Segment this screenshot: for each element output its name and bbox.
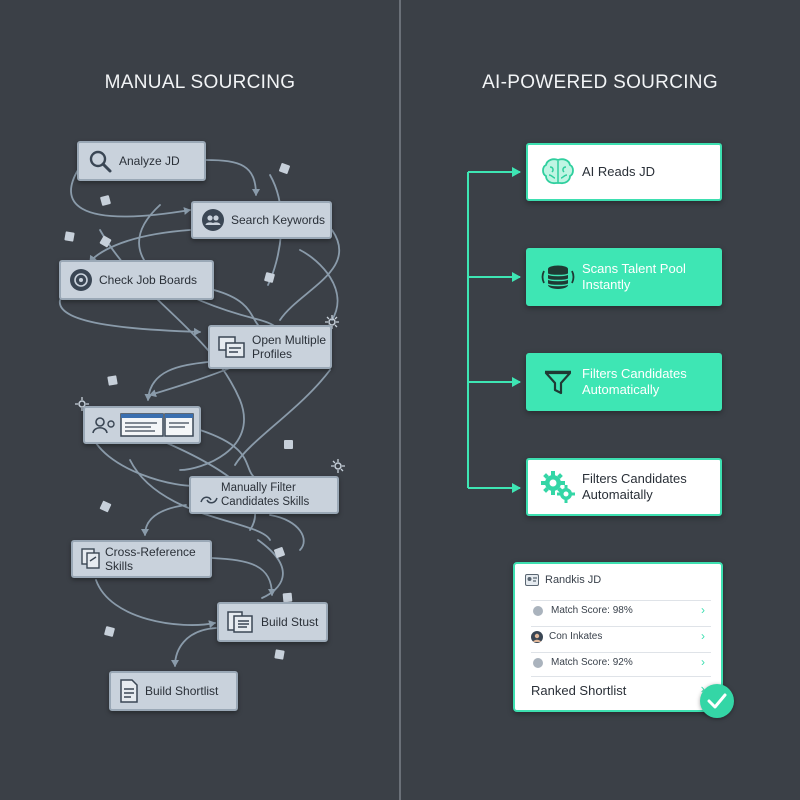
step-ai-reads-jd: AI Reads JD — [526, 143, 722, 201]
scatter-square-icon — [284, 440, 293, 449]
sparkle-icon — [325, 315, 339, 329]
database-icon — [538, 262, 578, 292]
step-label: Analyze JD — [119, 154, 180, 168]
scatter-square-icon — [64, 231, 75, 242]
card-header: Randkis JD — [525, 574, 601, 586]
step-label: Scans Talent Pool Instantly — [582, 261, 686, 292]
candidate-row-label: Con Inkates — [549, 631, 603, 642]
step-cross-reference-skills: Cross-Reference Skills — [71, 540, 212, 578]
document-icon — [119, 679, 139, 703]
chevron-right-icon: › — [701, 603, 705, 617]
scatter-square-icon — [274, 649, 285, 660]
ranked-shortlist-footer[interactable]: Ranked Shortlist › — [531, 676, 711, 703]
step-label: Build Shortlist — [145, 684, 219, 698]
card-header-label: Randkis JD — [545, 574, 602, 586]
chevron-right-icon: › — [700, 681, 705, 696]
candidate-row-label: Match Score: 98% — [551, 605, 633, 616]
documents-icon — [81, 548, 101, 570]
step-check-job-boards: Check Job Boards — [59, 260, 214, 300]
brain-icon — [538, 157, 578, 187]
chevron-right-icon: › — [701, 629, 705, 643]
search-icon — [87, 148, 113, 174]
profile-card-icon — [525, 574, 539, 586]
step-label: Check Job Boards — [99, 273, 198, 287]
globe-icon — [69, 268, 93, 292]
candidate-row[interactable]: Match Score: 92% › — [531, 652, 711, 672]
candidate-row[interactable]: Con Inkates › — [531, 626, 711, 646]
step-filters-candidates-automatically: Filters Candidates Automatically — [526, 353, 722, 411]
chevron-right-icon: › — [701, 655, 705, 669]
ai-sourcing-title: AI-POWERED SOURCING — [482, 72, 718, 93]
ranked-shortlist-card: Randkis JD Match Score: 98% › Con Inkate… — [513, 562, 723, 712]
profile-windows-icon — [91, 412, 195, 438]
step-search-keywords: Search Keywords — [191, 201, 332, 239]
card-footer-label: Ranked Shortlist — [531, 682, 627, 698]
sync-icon — [199, 494, 219, 506]
avatar — [531, 630, 543, 643]
funnel-icon — [538, 367, 578, 397]
step-build-stust: Build Stust — [217, 602, 328, 642]
sparkle-icon — [75, 397, 89, 411]
candidate-row-label: Match Score: 92% — [551, 657, 633, 668]
gears-icon — [538, 470, 578, 504]
step-label: Search Keywords — [231, 213, 326, 227]
column-divider — [399, 0, 401, 800]
step-label: Open Multiple Profiles — [252, 333, 327, 361]
step-label: Filters Candidates Automaitally — [582, 471, 687, 502]
step-label: Filters Candidates Automatically — [582, 366, 687, 397]
candidate-dot-icon — [533, 657, 543, 668]
step-scans-talent-pool: Scans Talent Pool Instantly — [526, 248, 722, 306]
scatter-square-icon — [282, 592, 293, 603]
step-open-multiple-profiles: Open Multiple Profiles — [208, 325, 332, 369]
sparkle-icon — [331, 459, 345, 473]
list-icon — [227, 610, 255, 634]
windows-icon — [218, 335, 246, 359]
step-label: Cross-Reference Skills — [105, 545, 196, 573]
people-icon — [201, 208, 225, 232]
candidate-dot-icon — [533, 605, 543, 616]
candidate-row[interactable]: Match Score: 98% › — [531, 600, 711, 620]
step-build-shortlist: Build Shortlist — [109, 671, 238, 711]
step-label: Build Stust — [261, 615, 319, 629]
step-manually-filter: Manually Filter Candidates Skills — [189, 476, 339, 514]
step-profile-windows — [83, 406, 201, 444]
step-label: AI Reads JD — [582, 164, 655, 179]
manual-sourcing-title: MANUAL SOURCING — [104, 72, 296, 93]
scatter-square-icon — [107, 375, 118, 386]
step-label: Manually Filter Candidates Skills — [221, 482, 310, 508]
step-analyze-jd: Analyze JD — [77, 141, 206, 181]
checkmark-icon — [700, 684, 734, 718]
step-filters-candidates-automaitally: Filters Candidates Automaitally — [526, 458, 722, 516]
